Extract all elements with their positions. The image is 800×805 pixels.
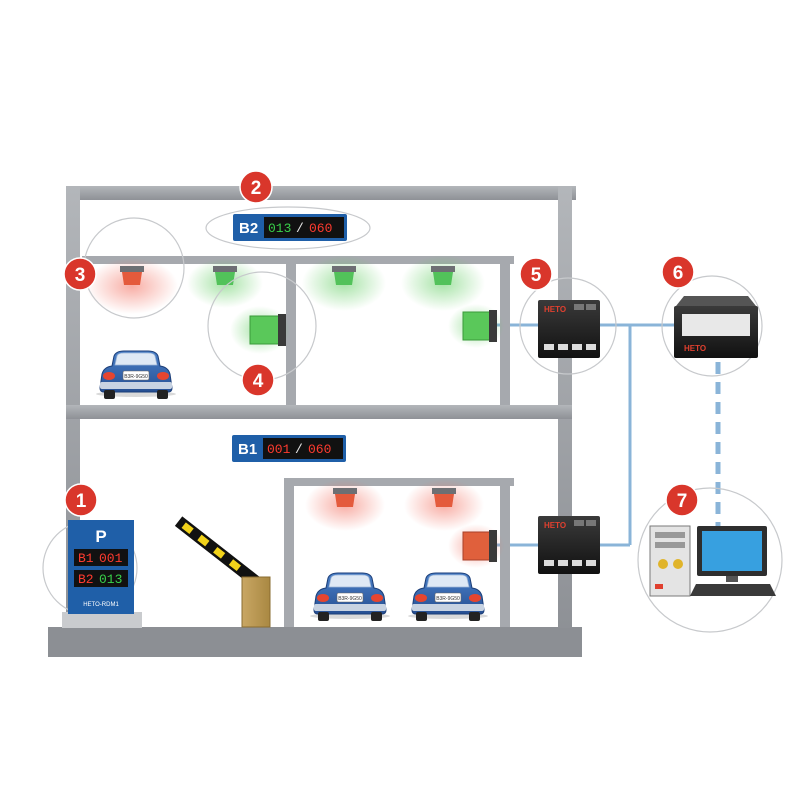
management-pc: [637, 487, 783, 633]
callout-circle-2: [205, 206, 371, 250]
svg-text:3: 3: [75, 265, 86, 286]
sensor-light-occupied: [434, 494, 454, 507]
display-b1-total: 060: [308, 442, 331, 457]
car-plate: B3R-9G50: [338, 596, 362, 602]
wall-sensor-mount: [278, 314, 286, 346]
svg-text:7: 7: [677, 491, 688, 512]
callout-badges: 1 2 3 4 5 6 7: [63, 170, 699, 517]
car-plate: B3R-9G50: [124, 374, 148, 380]
sensor-light-free: [334, 272, 354, 285]
pc-keyboard-icon: [690, 584, 776, 596]
display-b1-level: B1: [238, 441, 257, 458]
level-display-b2: B2 013 / 060: [205, 206, 371, 250]
wall-sensor-occupied: [462, 531, 492, 561]
central-screen: [682, 314, 750, 336]
svg-text:6: 6: [673, 263, 684, 284]
svg-text:2: 2: [251, 178, 262, 199]
sensor-mount: [333, 488, 357, 494]
b2-right-post: [500, 264, 510, 405]
callout-badge-6: 6: [661, 255, 695, 289]
sign-base: [62, 612, 142, 628]
wall-sensor-mount: [489, 310, 497, 342]
barrier-box: [241, 576, 271, 628]
wall-sensor-free: [462, 311, 492, 341]
sensor-mount: [432, 488, 456, 494]
callout-badge-3: 3: [63, 257, 97, 291]
b1-lane-beam: [284, 478, 514, 486]
display-b2-led: [264, 217, 344, 238]
controller-box: [538, 516, 600, 574]
central-controller: HETO: [661, 275, 763, 377]
entrance-sign: P B1 001 B2 013 HETO-RDM1: [42, 520, 142, 628]
sign-row-b2-count: 013: [99, 572, 122, 587]
sensor-mount: [431, 266, 455, 272]
b1-sensors: [305, 479, 504, 568]
callout-circle-6: [661, 275, 763, 377]
svg-text:4: 4: [253, 371, 264, 392]
sign-row-b1-level: B1: [78, 551, 94, 566]
zone-controller-b1: HETO: [538, 516, 600, 574]
middle-floor: [66, 405, 572, 419]
callout-badge-4: 4: [241, 363, 275, 397]
controller-brand: HETO: [544, 521, 566, 530]
sensor-glow-occupied: [86, 258, 178, 314]
sensor-light-occupied: [122, 272, 142, 285]
sensor-light-free: [215, 272, 235, 285]
b2-sensors: [86, 255, 504, 354]
sensor-light-free: [433, 272, 453, 285]
display-b1-led: [263, 438, 343, 459]
sign-row-b1-led: [74, 549, 128, 566]
central-brand: HETO: [684, 344, 706, 353]
car-plate: B3R-9G50: [436, 596, 460, 602]
sign-row-b2-level: B2: [78, 572, 94, 587]
controller-box: [538, 300, 600, 358]
svg-text:5: 5: [531, 265, 542, 286]
b1-right-post: [500, 486, 510, 627]
b2-partition: [286, 264, 296, 405]
sensor-mount: [332, 266, 356, 272]
display-b2-separator: /: [296, 221, 304, 236]
display-b2-occupied: 013: [268, 221, 291, 236]
b1-left-post: [284, 486, 294, 627]
roof-beam: [66, 186, 576, 200]
wall-sensor-free: [249, 315, 281, 345]
sign-model-label: HETO-RDM1: [83, 602, 119, 608]
callout-badge-2: 2: [239, 170, 273, 204]
zone-controller-b2: HETO: [519, 277, 617, 375]
controller-brand: HETO: [544, 305, 566, 314]
car-b1-left: B3R-9G50: [309, 572, 391, 622]
callout-badge-5: 5: [519, 257, 553, 291]
wall-sensor-mount: [489, 530, 497, 562]
pc-monitor-screen: [702, 531, 762, 571]
callout-badge-1: 1: [64, 483, 98, 517]
central-top: [676, 296, 756, 306]
barrier-gate: [174, 516, 271, 628]
sign-row-b2-led: [74, 570, 128, 587]
level-display-b1: B1 001 / 060: [232, 435, 346, 462]
sensor-mount: [213, 266, 237, 272]
sensor-light-occupied: [335, 494, 355, 507]
cars: B3R-9G50 B3R-9G50 B3R-9G50: [95, 350, 489, 622]
display-b1-occupied: 001: [267, 442, 291, 457]
callout-circle-5: [519, 277, 617, 375]
sign-panel: [68, 520, 134, 614]
car-b1-right: B3R-9G50: [407, 572, 489, 622]
b2-lane-beam: [82, 256, 514, 264]
ground-slab: [48, 627, 582, 657]
parking-p-symbol: P: [95, 527, 106, 546]
sensor-mount: [120, 266, 144, 272]
display-b1-separator: /: [295, 442, 303, 457]
callout-badge-7: 7: [665, 483, 699, 517]
car-b2: B3R-9G50: [95, 350, 177, 400]
svg-text:1: 1: [76, 491, 87, 512]
display-b2-level: B2: [239, 220, 258, 237]
sign-row-b1-count: 001: [99, 551, 123, 566]
callout-circle-7: [637, 487, 783, 633]
display-b2-total: 060: [309, 221, 332, 236]
